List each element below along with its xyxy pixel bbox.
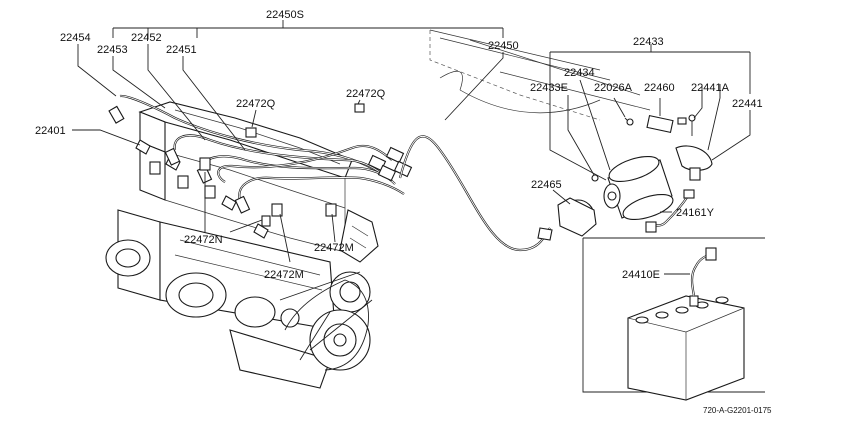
label-22441[interactable]: 22441	[732, 98, 763, 110]
battery-inset	[582, 237, 765, 401]
label-22450S[interactable]: 22450S	[266, 9, 304, 21]
label-22401[interactable]: 22401	[35, 125, 66, 137]
label-22433[interactable]: 22433	[633, 36, 664, 48]
part-labels: 22450S 22454 22453 22452 22451 22450 224…	[35, 9, 763, 281]
label-22026A[interactable]: 22026A	[594, 82, 633, 94]
engine-assembly	[105, 101, 379, 389]
label-22465[interactable]: 22465	[531, 179, 562, 191]
spark-plug-wire-set	[108, 94, 413, 227]
label-22433E[interactable]: 22433E	[530, 82, 568, 94]
label-22450[interactable]: 22450	[488, 40, 519, 52]
label-22434[interactable]: 22434	[564, 67, 595, 79]
coil-lead-22450	[398, 135, 551, 252]
label-22454[interactable]: 22454	[60, 32, 91, 44]
label-22472Q-left[interactable]: 22472Q	[236, 98, 276, 110]
label-22451[interactable]: 22451	[166, 44, 197, 56]
label-22472Q-right[interactable]: 22472Q	[346, 88, 386, 100]
label-22453[interactable]: 22453	[97, 44, 128, 56]
label-22452[interactable]: 22452	[131, 32, 162, 44]
distributor-rotor-22465	[537, 197, 597, 241]
label-22472M-left[interactable]: 22472M	[264, 269, 304, 281]
ignition-coil-assembly	[591, 114, 713, 221]
diagram-code: 720-A-G2201-0175	[703, 406, 772, 415]
label-22472M-right[interactable]: 22472M	[314, 242, 354, 254]
leader-lines	[72, 20, 751, 275]
label-22460[interactable]: 22460	[644, 82, 675, 94]
harness-24161Y	[645, 189, 695, 233]
label-22472N[interactable]: 22472N	[184, 234, 223, 246]
label-24410E[interactable]: 24410E	[622, 269, 660, 281]
label-24161Y[interactable]: 24161Y	[676, 207, 715, 219]
label-22441A[interactable]: 22441A	[691, 82, 730, 94]
body-outline	[429, 29, 651, 121]
